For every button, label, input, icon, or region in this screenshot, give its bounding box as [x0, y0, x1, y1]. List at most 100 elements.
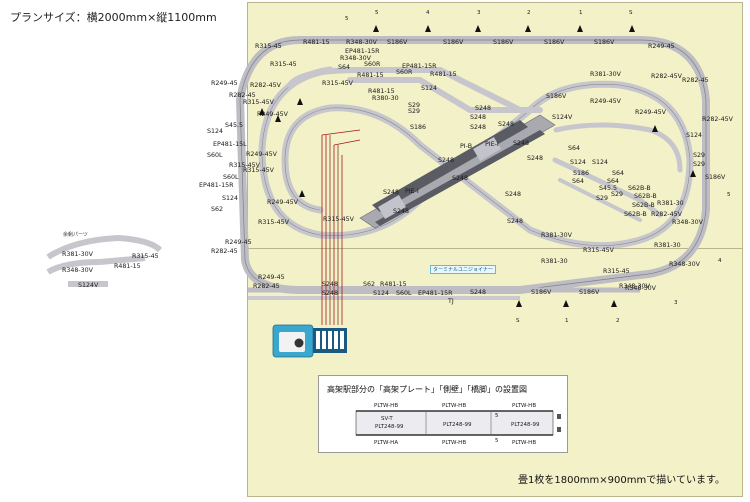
track-label: R315-45V	[243, 167, 275, 174]
track-label: R481-15	[380, 281, 407, 288]
spare-part-label: S124V	[78, 282, 99, 289]
track-label: R481-15	[357, 72, 384, 79]
track-label: S64	[572, 178, 584, 185]
track-label: S29	[596, 195, 608, 202]
pier-number: S	[629, 10, 633, 16]
track-label: S45.5	[599, 185, 617, 192]
track-label: R249-45V	[590, 98, 622, 105]
track-label: R348-30V	[346, 39, 378, 46]
track-label: S60L	[223, 174, 239, 181]
inner-figure-eight	[258, 66, 694, 250]
info-box-title: 高架駅部分の「高架プレート」「側壁」「橋脚」の設置図	[327, 385, 527, 394]
track-label: S60L	[207, 152, 223, 159]
track-label: S248	[470, 114, 486, 121]
track-label: R315-45V	[322, 80, 354, 87]
track-label: R381-30	[541, 258, 568, 265]
track-label: S62B-B	[624, 211, 647, 218]
spare-part-label: R481-15	[114, 263, 141, 270]
track-label: S124	[686, 132, 702, 139]
plate-label: PLTW-HB	[442, 440, 466, 446]
plate-label: PLTW-HB	[442, 403, 466, 409]
track-label: R315-45	[603, 268, 630, 275]
track-label: R249-45V	[267, 199, 299, 206]
track-label: R381-30V	[541, 232, 573, 239]
track-labels: S186V S186V S186V S186V S186V 5 5 4 3 2 …	[62, 10, 734, 324]
track-label: S124	[373, 290, 389, 297]
track-label: R249-45	[258, 274, 285, 281]
track-label: S248	[507, 218, 523, 225]
track-label: PI-B	[460, 143, 472, 150]
track-label: R249-45	[225, 239, 252, 246]
station-installation-box: 高架駅部分の「高架プレート」「側壁」「橋脚」の設置図 PLTW-HB PLTW-…	[318, 375, 568, 453]
track-label: R481-15	[368, 88, 395, 95]
spare-parts-group	[46, 234, 163, 287]
terminal-unijoiner-tag: ターミナルユニジョイナー	[430, 265, 496, 274]
track-label: S186V	[387, 39, 408, 46]
spare-part-label: R348-30V	[62, 267, 94, 274]
track-label: TJ	[447, 298, 454, 305]
track-label: S64	[338, 64, 350, 71]
track-label: S186V	[705, 174, 726, 181]
board-divider	[247, 248, 743, 249]
track-label: R315-45V	[229, 162, 261, 169]
track-label: S124	[207, 128, 223, 135]
plate-label: PLTW-HB	[374, 403, 398, 409]
track-label: R348-30V	[619, 283, 651, 290]
track-label: S186V	[493, 39, 514, 46]
pier-number: 5	[495, 438, 499, 444]
track-label: S64	[607, 178, 619, 185]
track-label: R282-45	[229, 92, 256, 99]
track-label: S248	[470, 124, 486, 131]
pier-number: 4	[718, 258, 722, 264]
track-label: R249-45V	[246, 151, 278, 158]
track-label: R249-45V	[257, 111, 289, 118]
track-label: S60R	[364, 61, 381, 68]
track-label: S62	[211, 206, 223, 213]
track-label: R315-45V	[583, 247, 615, 254]
track-label: R315-45	[255, 43, 282, 50]
track-label: S60L	[396, 290, 412, 297]
track-label: S248	[498, 121, 514, 128]
track-label: R282-45V	[651, 211, 683, 218]
track-label: S62B-B	[634, 193, 657, 200]
track-label: S248	[452, 175, 468, 182]
track-label: S64	[568, 145, 580, 152]
outer-elevated-loop	[236, 36, 710, 294]
track-label: R282-45V	[651, 73, 683, 80]
spare-parts-title: 余剰パーツ	[63, 232, 88, 238]
track-label: R249-45	[648, 43, 675, 50]
pier-number: 5	[727, 192, 731, 198]
track-label: S186V	[594, 39, 615, 46]
track-label: R348-30V	[340, 55, 372, 62]
track-label: S248	[322, 290, 338, 297]
track-label: PIE-I	[485, 141, 499, 148]
track-label: R282-45V	[702, 116, 734, 123]
pier-number: 3	[477, 10, 481, 16]
spare-part-label: R315-45	[132, 253, 159, 260]
plate-label: PLT248-99	[443, 422, 472, 428]
track-label: R249-45	[211, 80, 238, 87]
pier-markers	[259, 25, 696, 307]
track-label: S29	[693, 152, 705, 159]
pier-number: 5	[495, 413, 499, 419]
pier-number: 5	[375, 10, 379, 16]
pier-number: 2	[616, 318, 620, 324]
track-label: S248	[513, 140, 529, 147]
scale-note: 畳1枚を1800mm×900mmで描いています。	[518, 475, 725, 486]
track-label: S124V	[552, 114, 573, 121]
track-label: R348-30V	[672, 219, 704, 226]
pier-number: 2	[527, 10, 531, 16]
pier-number: S	[516, 318, 520, 324]
track-label: S248	[438, 157, 454, 164]
track-label: S124	[222, 195, 238, 202]
plate-label: SV-T	[381, 416, 393, 422]
track-label: R481-15	[430, 71, 457, 78]
power-wiring	[321, 129, 361, 325]
power-controller	[272, 324, 347, 358]
track-label: EP481-15R	[199, 182, 234, 189]
track-label: EP481-15R	[418, 290, 453, 297]
track-label: S186V	[544, 39, 565, 46]
track-label: R282-45	[211, 248, 238, 255]
pier-number: 1	[579, 10, 583, 16]
pier-number: 1	[565, 318, 569, 324]
